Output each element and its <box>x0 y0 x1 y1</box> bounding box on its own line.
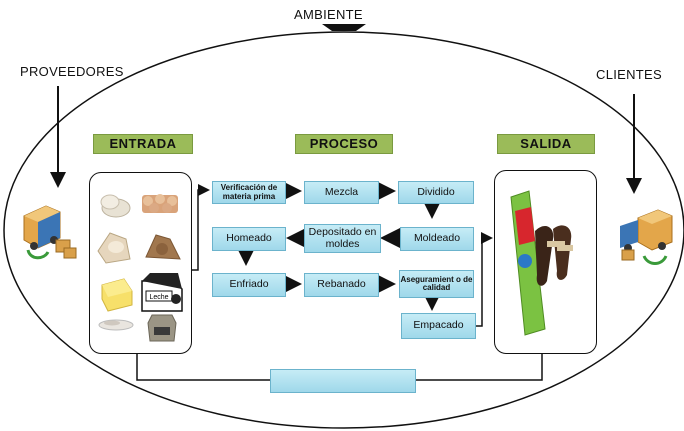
product-package-icon <box>510 190 573 336</box>
feedback-line <box>136 352 270 381</box>
step-verificacion: Verificación de materia prima <box>212 181 286 204</box>
clientes-label: CLIENTES <box>596 67 662 82</box>
step-rebanado: Rebanado <box>304 273 379 297</box>
step-aseguramiento: Aseguramient o de calidad <box>399 270 474 298</box>
step-mezcla: Mezcla <box>304 181 379 204</box>
step-moldeado: Moldeado <box>400 227 474 251</box>
proceso-header: PROCESO <box>295 134 393 154</box>
flour-icon <box>100 194 131 218</box>
milk-carton-icon: Leche <box>141 273 183 312</box>
proveedores-label: PROVEEDORES <box>20 64 124 79</box>
ambiente-label: AMBIENTE <box>294 7 363 22</box>
step-homeado: Homeado <box>212 227 286 251</box>
entrada-header: ENTRADA <box>93 134 193 154</box>
bag-icon <box>147 314 177 342</box>
entrada-to-process-line <box>191 184 210 271</box>
yeast-icon <box>145 234 181 260</box>
step-enfriado: Enfriado <box>212 273 286 297</box>
sugar-icon <box>97 232 131 264</box>
eggs-icon <box>142 194 178 213</box>
step-empacado: Empacado <box>401 313 476 339</box>
milk-label: Leche <box>149 294 168 301</box>
salida-box <box>494 170 597 354</box>
butter-icon <box>101 278 133 312</box>
step-depositado: Depositado en moldes <box>304 224 381 253</box>
entrada-box: Leche <box>89 172 192 354</box>
step-dividido: Dividido <box>398 181 474 204</box>
salida-header: SALIDA <box>497 134 595 154</box>
ingredients-grid: Leche <box>97 194 183 342</box>
truck-supplier-icon <box>23 205 77 260</box>
salt-icon <box>98 319 134 331</box>
feedback-line-right <box>414 352 543 381</box>
truck-client-icon <box>620 209 673 265</box>
environment-ellipse <box>3 31 684 429</box>
process-to-salida-line <box>474 232 493 327</box>
feedback-box <box>270 369 416 393</box>
ambiente-arrow <box>322 24 366 31</box>
